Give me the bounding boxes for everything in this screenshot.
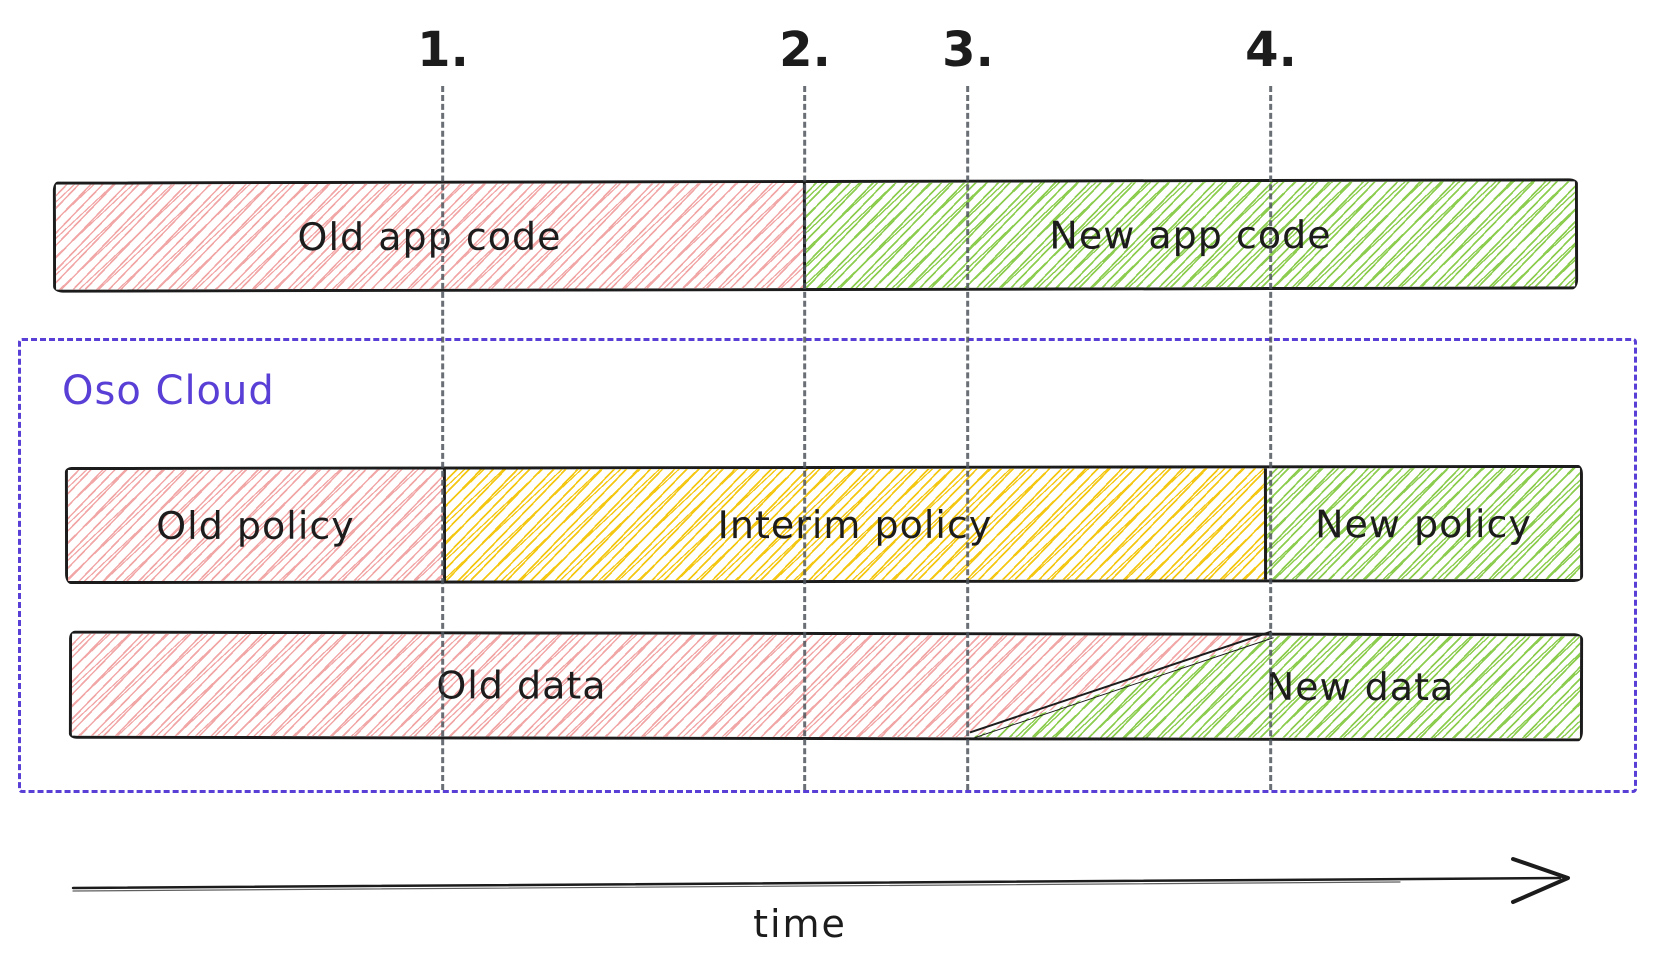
phase-marker-2: 2. [779, 20, 831, 790]
phase-4-dotted-line [1269, 86, 1273, 790]
old-policy-label: Old policy [156, 503, 355, 548]
phase-marker-3: 3. [942, 20, 994, 790]
phase-marker-1: 1. [417, 20, 469, 790]
old-policy-segment: Old policy [67, 469, 447, 582]
phase-4-number: 4. [1245, 22, 1297, 78]
phase-3-dotted-line [966, 86, 970, 790]
phase-marker-4: 4. [1245, 20, 1297, 790]
phase-1-dotted-line [441, 86, 445, 790]
oso-cloud-box [18, 338, 1637, 793]
new-policy-segment: New policy [1263, 467, 1581, 580]
phase-2-number: 2. [779, 22, 831, 78]
time-axis-label: time [753, 902, 847, 946]
phase-2-dotted-line [803, 86, 807, 790]
phase-1-number: 1. [417, 22, 469, 78]
new-app-code-segment: New app code [805, 181, 1576, 289]
interim-policy-segment: Interim policy [445, 468, 1265, 581]
phase-3-number: 3. [942, 22, 994, 78]
old-data-label-box: Old data [72, 634, 971, 738]
new-policy-label: New policy [1315, 501, 1532, 546]
oso-cloud-label: Oso Cloud [62, 368, 275, 414]
